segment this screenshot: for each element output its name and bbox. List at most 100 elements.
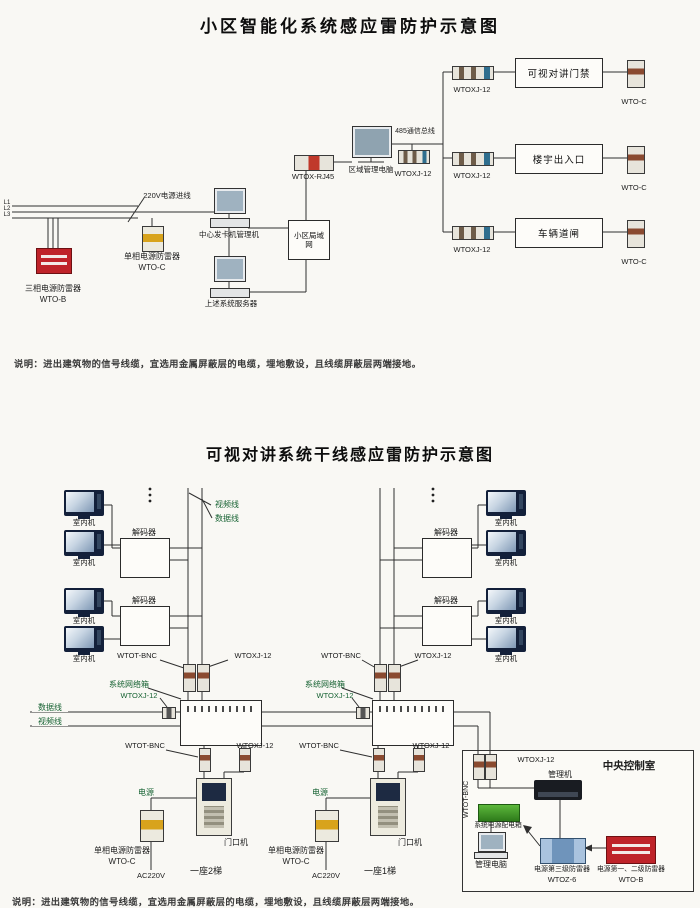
wtot-bnc-label: WTOT-BNC (321, 651, 361, 660)
screen (66, 590, 94, 610)
indoor-monitor-icon (64, 626, 104, 655)
power-spd-device (315, 810, 339, 842)
device-marking (41, 255, 67, 258)
single-phase-spd-model: WTO-C (282, 857, 310, 866)
buttons (519, 494, 523, 509)
door-unit-icon (196, 778, 232, 836)
door-unit-label: 门口机 (224, 838, 248, 847)
branch2-end-spd-label: WTO-C (621, 183, 647, 192)
branch3-end-spd-device (627, 220, 645, 248)
ctrl-wtot-bnc-label: WTOT-BNC (463, 780, 470, 818)
phase-label-l1: L1 (3, 200, 11, 206)
top-title: 小区智能化系统感应雷防护示意图 (200, 17, 500, 36)
card-manager-monitor-icon (214, 188, 246, 214)
branch3-spd-device (452, 226, 494, 240)
stand (500, 652, 512, 655)
indoor-monitor-icon (486, 588, 526, 617)
screen (488, 628, 516, 648)
power-distribution-box (478, 804, 520, 822)
manager-pc-keyboard-icon (474, 852, 508, 859)
decoder-box (120, 538, 170, 578)
spd12-model: WTO-B (618, 875, 644, 884)
buttons (97, 592, 101, 607)
network-box-label: 系统网络箱 (109, 680, 149, 689)
center-spd-device (398, 150, 430, 164)
wtoxj-label: WTOXJ-12 (316, 691, 354, 700)
wtot-bnc-label: WTOT-BNC (117, 651, 157, 660)
power-in-label: 220V电源进线 (143, 191, 191, 200)
network-box (180, 700, 262, 746)
stand (78, 652, 90, 655)
buttons (519, 630, 523, 645)
branch2-end-spd-device (627, 146, 645, 174)
power-label: 电源 (312, 788, 328, 797)
area-pc-monitor-icon (352, 126, 392, 158)
branch2-spd-device (452, 152, 494, 166)
network-box-label: 系统网络箱 (305, 680, 345, 689)
network-box (372, 700, 454, 746)
buttons (97, 494, 101, 509)
screen (217, 191, 243, 211)
wtoxj-label: WTOXJ-12 (414, 651, 452, 660)
top-note: 说明：进出建筑物的信号线缆，宜选用金属屏蔽层的电缆，埋地敷设，且线缆屏蔽层两端接… (14, 359, 422, 369)
single-phase-spd-name: 单相电源防雷器 (124, 252, 180, 261)
trunk-spd-device (388, 664, 401, 692)
manager-label: 管理机 (548, 770, 572, 779)
decoder-box (422, 538, 472, 578)
server-label: 上述系统服务器 (204, 299, 258, 308)
power-flow-arrow-2 (523, 825, 532, 834)
indoor-monitor-icon (486, 530, 526, 559)
buttons (97, 534, 101, 549)
screen (355, 129, 389, 155)
rj45-spd-label: WTOX-RJ45 (291, 172, 335, 181)
indoor-unit-label: 室内机 (72, 654, 96, 663)
keyboard (538, 792, 578, 797)
indoor-unit-label: 室内机 (72, 518, 96, 527)
area-pc-label: 区域管理电脑 (348, 165, 394, 174)
power-flow-arrow (584, 844, 592, 852)
decoder-label: 解码器 (132, 596, 156, 605)
device-marking (612, 851, 650, 854)
branch1-end-spd-device (627, 60, 645, 88)
screen (66, 532, 94, 552)
wtoxj-label: WTOXJ-12 (236, 741, 274, 750)
trunk-spd-device (197, 664, 210, 692)
wtot-bnc-label: WTOT-BNC (299, 741, 339, 750)
spd3-model: WTOZ-6 (547, 875, 577, 884)
rj45-spd-device (294, 155, 334, 171)
data-line-label: 数据线 (215, 514, 239, 523)
screen (488, 492, 516, 512)
keypad (378, 806, 398, 828)
indoor-unit-label: 室内机 (494, 616, 518, 625)
bottom-note: 说明：进出建筑物的信号线缆，宜选用金属屏蔽层的电缆，埋地敷设，且线缆屏蔽层两端接… (12, 897, 420, 907)
buttons (519, 592, 523, 607)
decoder-box (422, 606, 472, 646)
stand (78, 516, 90, 519)
center-spd-label: WTOXJ-12 (394, 169, 432, 178)
screen (66, 492, 94, 512)
three-phase-spd-device (36, 248, 72, 274)
spd12-name: 电源第一、二级防雷器 (597, 866, 665, 873)
single-phase-spd-device (142, 226, 164, 252)
phase-label-l2: L2 (3, 206, 11, 212)
stand (500, 556, 512, 559)
phase-label-l3: L3 (3, 212, 11, 218)
single-phase-spd-model: WTO-C (138, 263, 166, 272)
power-label: 电源 (138, 788, 154, 797)
branch1-box: 可视对讲门禁 (515, 58, 603, 88)
screen (488, 590, 516, 610)
continuation-dots (148, 487, 435, 503)
branch3-box: 车辆道闸 (515, 218, 603, 248)
power-spd-device (140, 810, 164, 842)
terminal-marks (379, 706, 447, 712)
screen (217, 259, 243, 279)
building-2-label: 一座2梯 (189, 866, 222, 876)
stand (78, 614, 90, 617)
branch2-spd-label: WTOXJ-12 (453, 171, 491, 180)
decoder-label: 解码器 (132, 528, 156, 537)
spd3-name: 电源第三级防雷器 (534, 866, 590, 873)
screen (376, 783, 400, 801)
ac220-label: AC220V (137, 871, 165, 880)
indoor-monitor-icon (64, 530, 104, 559)
indoor-monitor-icon (486, 626, 526, 655)
